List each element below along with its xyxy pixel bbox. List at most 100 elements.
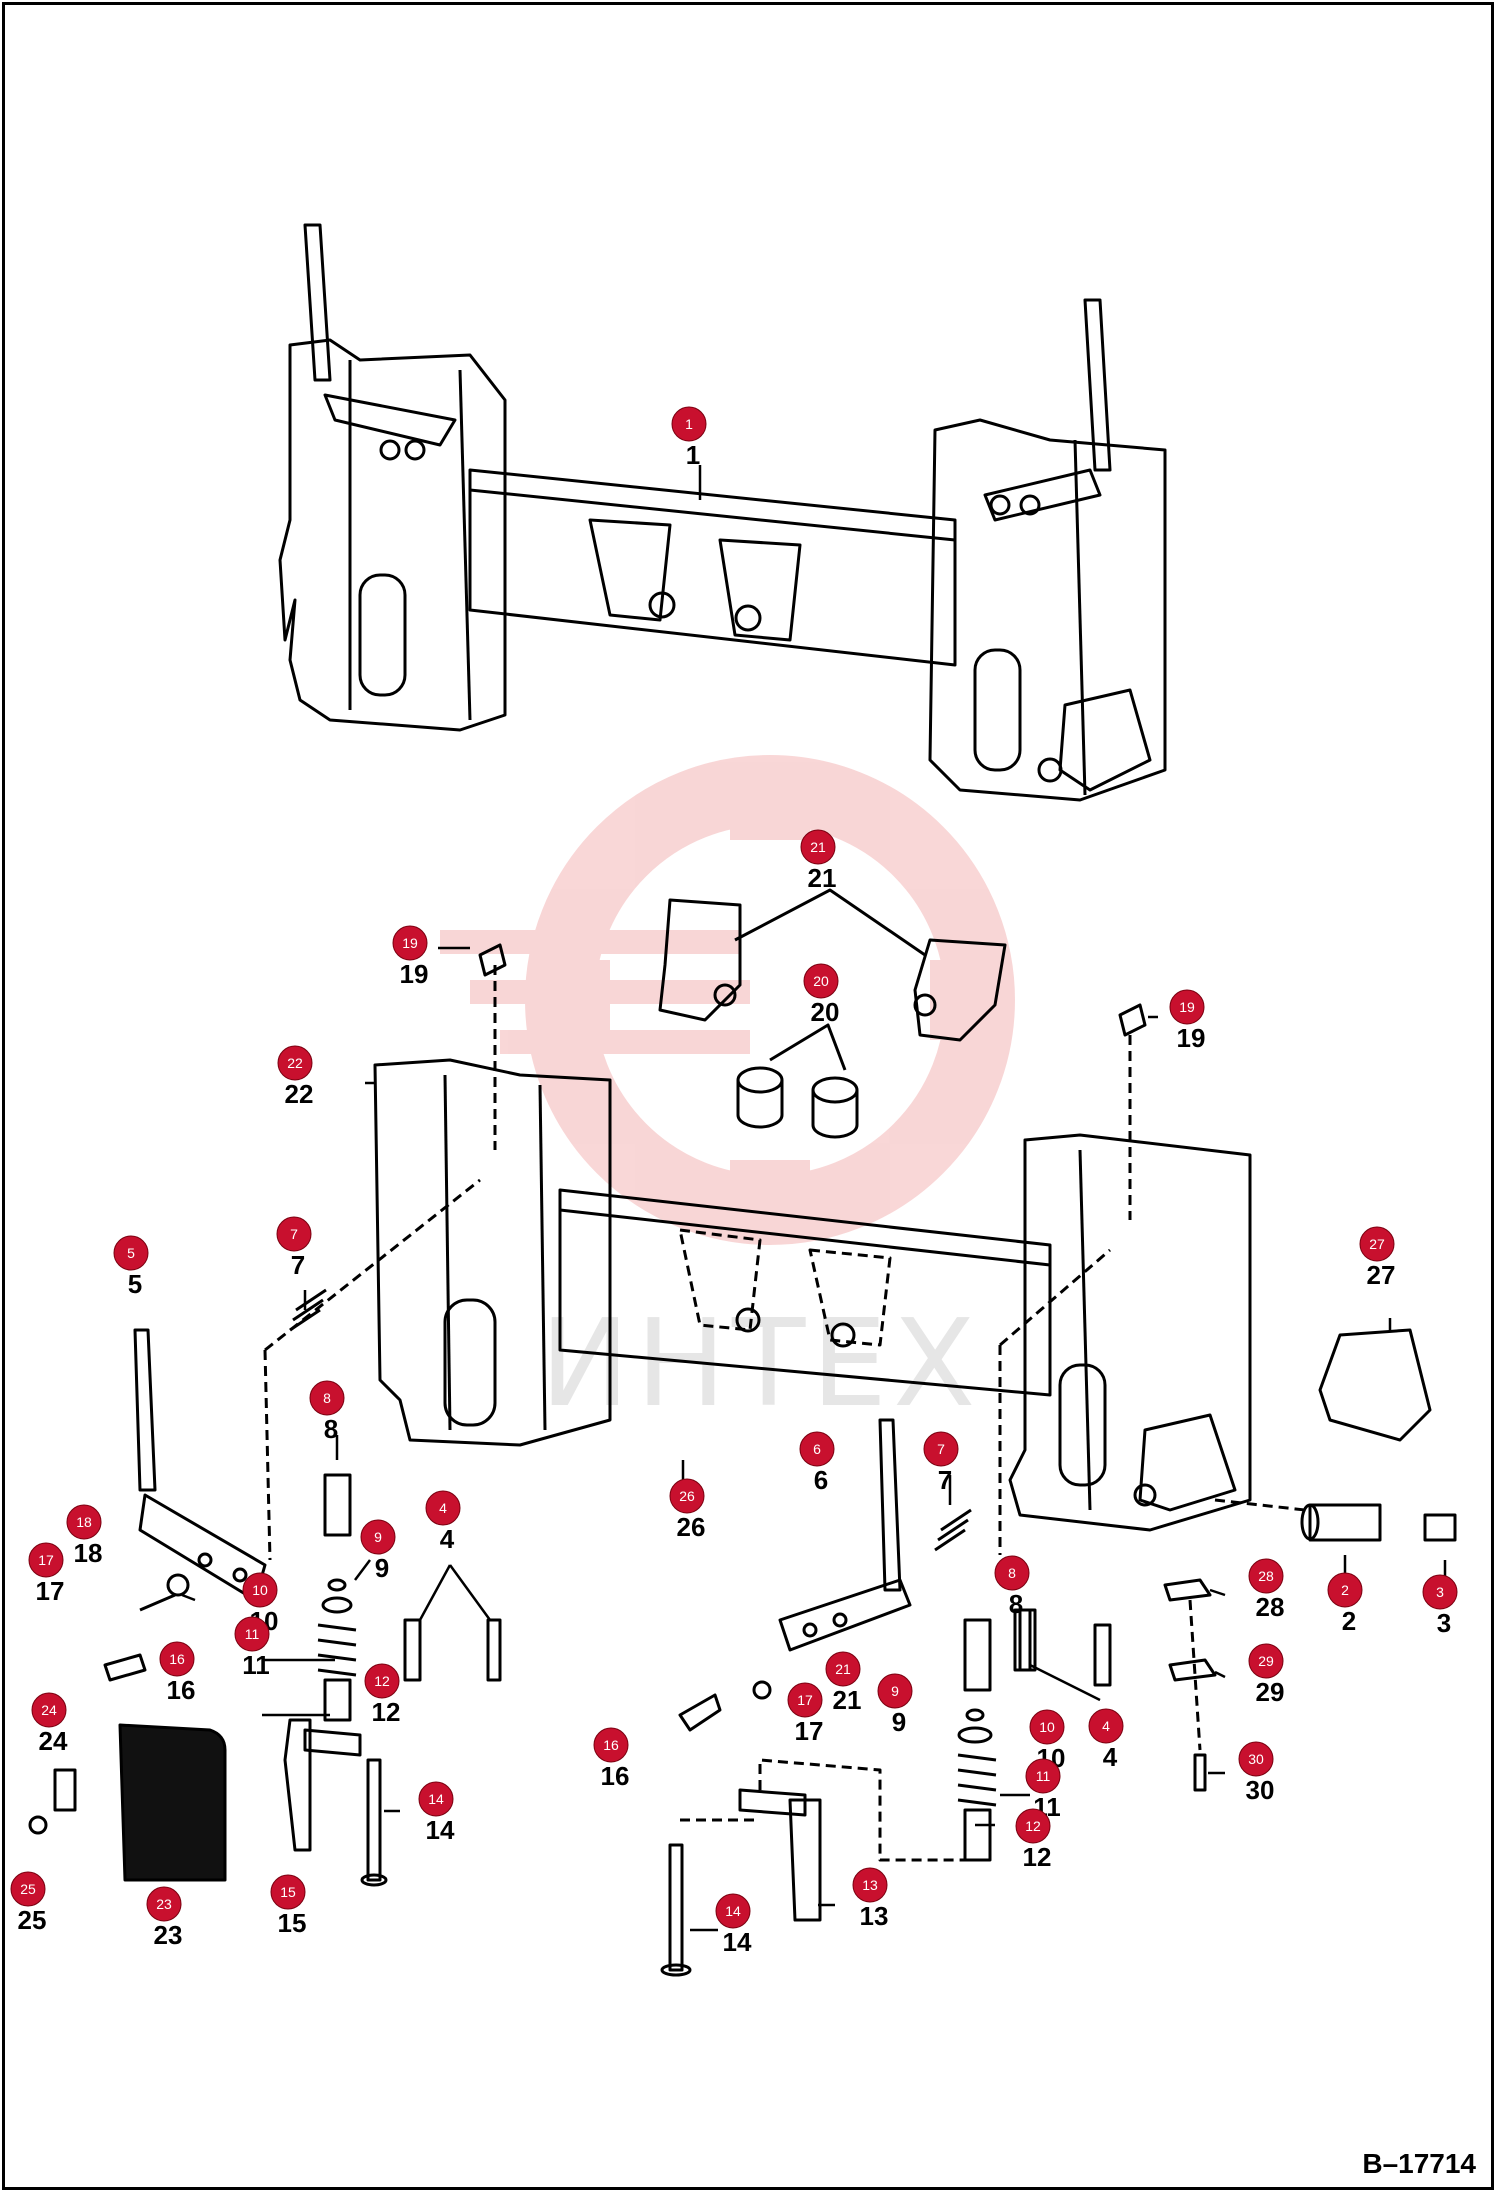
part-number-label: 18 — [74, 1538, 103, 1568]
exploded-frame-assembly — [373, 1058, 1252, 1532]
callout-c3: 33 — [1422, 1574, 1458, 1638]
cradle-21-parts — [658, 888, 1007, 1042]
springs-7 — [289, 1288, 972, 1552]
callout-label: 18 — [76, 1514, 92, 1530]
part-number-label: 7 — [938, 1465, 952, 1495]
callout-circle — [1025, 1758, 1061, 1794]
callout-c8a: 88 — [309, 1380, 345, 1444]
callout-circle — [994, 1555, 1030, 1591]
callout-c9b: 99 — [877, 1673, 913, 1737]
callout-label: 1 — [685, 416, 693, 432]
callout-circle — [277, 1045, 313, 1081]
callout-circle — [270, 1874, 306, 1910]
callout-label: 28 — [1258, 1568, 1274, 1584]
callout-circle — [309, 1380, 345, 1416]
callout-circle — [1015, 1808, 1051, 1844]
callout-label: 19 — [1179, 999, 1195, 1015]
callout-circle — [66, 1504, 102, 1540]
plates-28-29-bolt-30 — [1163, 1578, 1217, 1792]
part-number-label: 4 — [440, 1524, 455, 1554]
callout-label: 22 — [287, 1055, 303, 1071]
callout-label: 26 — [679, 1488, 695, 1504]
callout-circle — [146, 1886, 182, 1922]
callout-label: 12 — [374, 1673, 390, 1689]
part-number-label: 14 — [723, 1927, 752, 1957]
part-number-label: 13 — [860, 1901, 889, 1931]
callout-c4b: 44 — [1088, 1708, 1124, 1772]
callout-circle — [787, 1682, 823, 1718]
bracket-13-and-bolt-14-right — [660, 1758, 970, 1977]
callout-circle — [31, 1692, 67, 1728]
part-number-label: 25 — [18, 1905, 47, 1935]
part-number-label: 8 — [324, 1414, 338, 1444]
part-number-label: 6 — [814, 1465, 828, 1495]
callout-label: 6 — [813, 1441, 821, 1457]
callout-circle — [425, 1490, 461, 1526]
callout-circle — [1422, 1574, 1458, 1610]
part-number-label: 4 — [1103, 1742, 1118, 1772]
callout-circle — [418, 1781, 454, 1817]
callout-label: 16 — [603, 1737, 619, 1753]
part-number-label: 27 — [1367, 1260, 1396, 1290]
callout-circle — [159, 1641, 195, 1677]
part-number-label: 16 — [167, 1675, 196, 1705]
callout-circle — [10, 1871, 46, 1907]
washers-9-10 — [321, 1578, 993, 1744]
callout-c2: 22 — [1327, 1572, 1363, 1636]
callout-circle — [923, 1431, 959, 1467]
part-number-label: 5 — [128, 1269, 142, 1299]
part-number-label: 1 — [686, 440, 700, 470]
callout-c7b: 77 — [923, 1431, 959, 1495]
callout-label: 2 — [1341, 1582, 1349, 1598]
part-number-label: 17 — [36, 1576, 65, 1606]
callout-c1: 11 — [671, 406, 707, 470]
callout-c8b: 88 — [994, 1555, 1030, 1619]
part-number-label: 23 — [154, 1920, 183, 1950]
callout-label: 23 — [156, 1896, 172, 1912]
part-number-label: 24 — [39, 1726, 68, 1756]
callout-circle — [1327, 1572, 1363, 1608]
callout-label: 27 — [1369, 1236, 1385, 1252]
callout-label: 19 — [402, 935, 418, 951]
springs-11 — [317, 1623, 997, 1807]
part-number-label: 20 — [811, 997, 840, 1027]
callout-circle — [234, 1616, 270, 1652]
part-number-label: 3 — [1437, 1608, 1451, 1638]
callout-circle — [669, 1478, 705, 1514]
callout-circle — [1088, 1708, 1124, 1744]
callout-label: 4 — [439, 1500, 447, 1516]
callout-label: 8 — [323, 1390, 331, 1406]
callout-circle — [1169, 989, 1205, 1025]
part-number-label: 12 — [372, 1697, 401, 1727]
callout-label: 24 — [41, 1702, 57, 1718]
document-number: B–17714 — [1362, 2148, 1476, 2179]
callout-label: 10 — [252, 1582, 268, 1598]
bushings-20 — [736, 1023, 859, 1139]
callout-circle — [671, 406, 707, 442]
callout-label: 11 — [1036, 1768, 1051, 1784]
callout-circle — [364, 1663, 400, 1699]
callout-label: 7 — [290, 1226, 298, 1242]
callout-label: 11 — [245, 1626, 260, 1642]
callout-circle — [1248, 1558, 1284, 1594]
callout-label: 25 — [20, 1881, 36, 1897]
callout-label: 3 — [1436, 1584, 1444, 1600]
callout-label: 20 — [813, 973, 829, 989]
callout-c4a: 44 — [425, 1490, 461, 1554]
